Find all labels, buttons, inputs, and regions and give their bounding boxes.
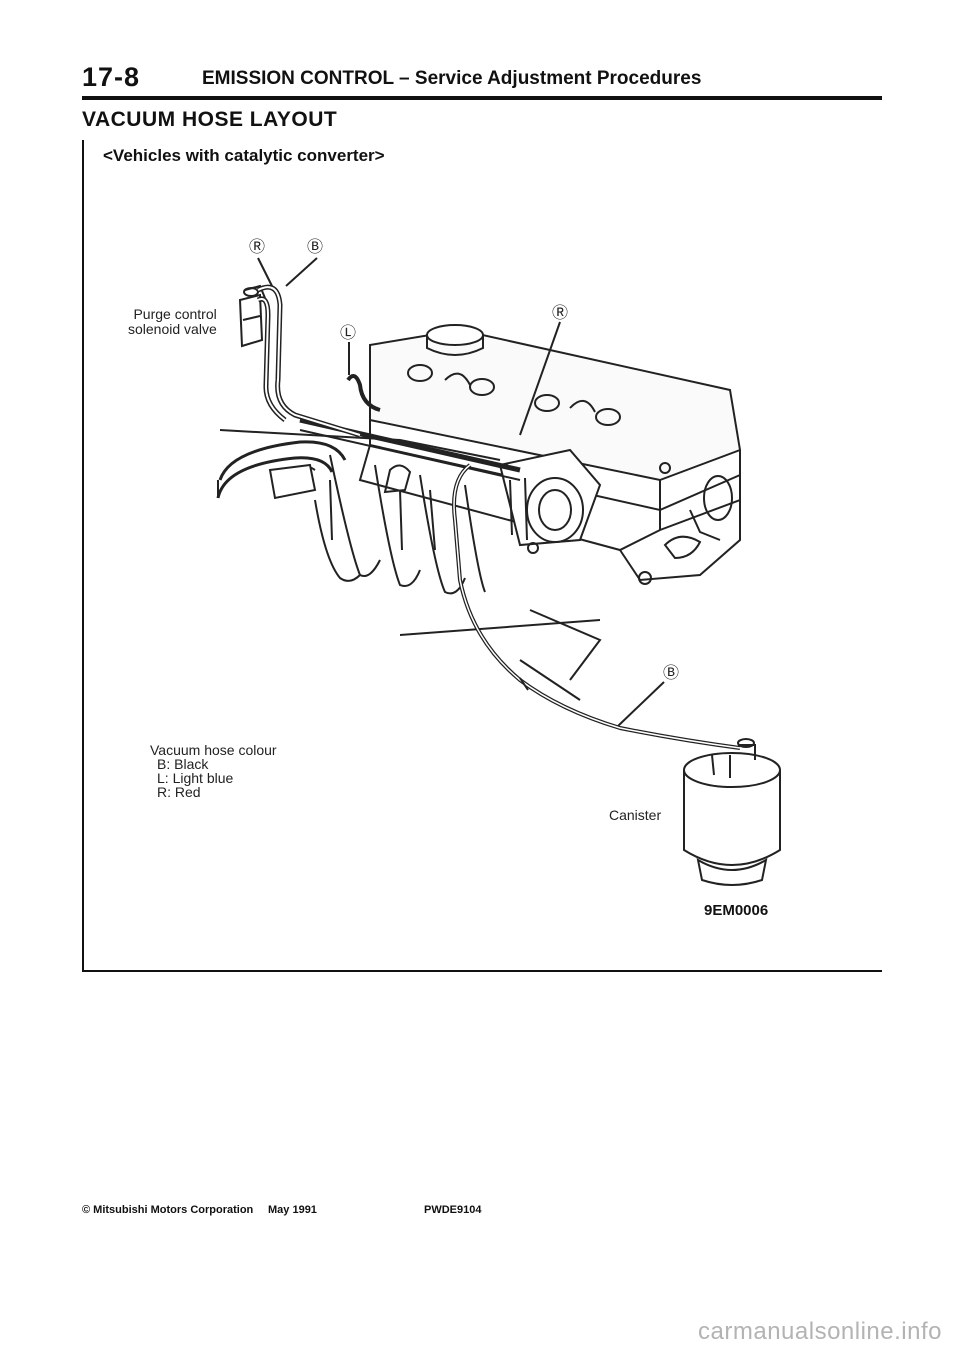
marker-red-2: Ⓡ xyxy=(552,303,568,322)
legend-title: Vacuum hose colour xyxy=(150,742,277,758)
marker-black-2: Ⓑ xyxy=(663,663,679,682)
footer-copyright: © Mitsubishi Motors Corporation xyxy=(82,1204,254,1216)
footer-date: May 1991 xyxy=(268,1204,317,1216)
section-title: VACUUM HOSE LAYOUT xyxy=(82,108,338,131)
page-number: 17-8 xyxy=(82,62,141,92)
legend-item-light-blue: L: Light blue xyxy=(157,770,234,786)
frame-left-border xyxy=(82,140,84,972)
footer-doc-code: PWDE9104 xyxy=(424,1204,482,1216)
page-header: 17-8 EMISSION CONTROL – Service Adjustme… xyxy=(82,62,882,98)
marker-black-1: Ⓑ xyxy=(307,237,323,256)
chapter-title: EMISSION CONTROL – Service Adjustment Pr… xyxy=(202,68,702,89)
marker-red-1: Ⓡ xyxy=(249,237,265,256)
hose-colour-legend: Vacuum hose colour B: Black L: Light blu… xyxy=(150,743,277,799)
section-subtitle: <Vehicles with catalytic converter> xyxy=(103,146,385,165)
header-rule xyxy=(82,96,882,100)
watermark: carmanualsonline.info xyxy=(698,1318,942,1345)
vacuum-hose-diagram: Ⓡ Ⓑ Ⓛ Ⓡ Ⓑ xyxy=(216,237,781,886)
marker-light-blue: Ⓛ xyxy=(340,323,356,342)
purge-valve-label: Purge control solenoid valve xyxy=(128,306,217,337)
engine-illustration-icon xyxy=(216,324,742,701)
canister-icon xyxy=(683,738,781,886)
figure-code: 9EM0006 xyxy=(704,902,769,919)
frame-bottom-border xyxy=(82,970,882,972)
legend-item-red: R: Red xyxy=(157,784,201,800)
legend-item-black: B: Black xyxy=(157,756,209,772)
solenoid-valve-icon xyxy=(238,284,266,348)
canister-label: Canister xyxy=(609,807,662,823)
